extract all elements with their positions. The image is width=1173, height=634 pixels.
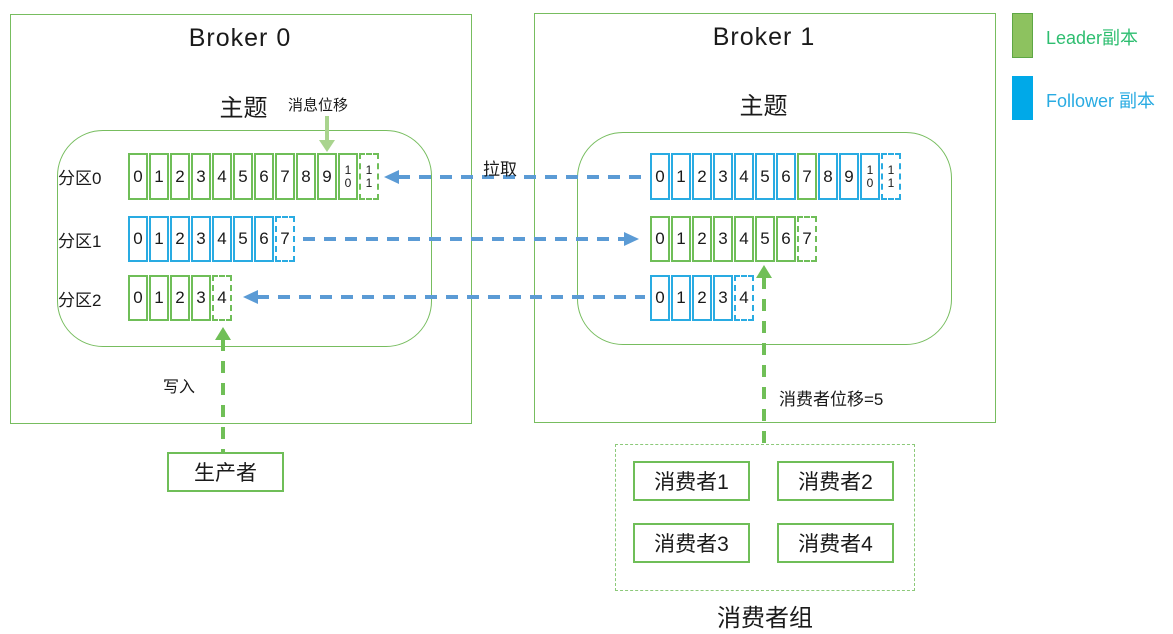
partition-label: 分区2 bbox=[58, 290, 102, 310]
message-cell-1: 1 bbox=[149, 153, 169, 200]
message-cell-5: 5 bbox=[233, 216, 253, 262]
legend-leader-label: Leader副本 bbox=[1046, 28, 1139, 48]
consumer-offset-arrow-line bbox=[762, 277, 766, 444]
consumer2-box: 消费者2 bbox=[777, 461, 894, 501]
message-cell-3: 3 bbox=[713, 216, 733, 262]
message-cell-2: 2 bbox=[692, 153, 712, 200]
message-cell-0: 0 bbox=[128, 153, 148, 200]
partition-label: 分区1 bbox=[58, 231, 102, 251]
message-cell-1: 1 bbox=[671, 216, 691, 262]
message-cell-6: 6 bbox=[254, 153, 274, 200]
legend-leader-swatch bbox=[1012, 13, 1033, 58]
message-cell-7: 7 bbox=[797, 216, 817, 262]
broker0-title: Broker 0 bbox=[188, 24, 292, 52]
message-cell-8: 8 bbox=[296, 153, 316, 200]
broker0-topic-label: 主题 bbox=[219, 95, 268, 122]
consumer-offset-label: 消费者位移=5 bbox=[779, 390, 884, 409]
message-cell-5: 5 bbox=[233, 153, 253, 200]
pull-arrow-partition2-head-icon bbox=[243, 290, 258, 304]
message-cell-3: 3 bbox=[713, 153, 733, 200]
legend-follower-label: Follower 副本 bbox=[1046, 91, 1156, 111]
message-cell-6: 6 bbox=[776, 153, 796, 200]
message-cell-2: 2 bbox=[170, 216, 190, 262]
consumer-group-label: 消费者组 bbox=[717, 605, 813, 632]
write-label: 写入 bbox=[163, 379, 196, 396]
message-cell-5: 5 bbox=[755, 216, 775, 262]
pull-arrow-partition1-line bbox=[303, 237, 625, 241]
consumer-offset-arrowhead-icon bbox=[756, 265, 772, 278]
message-cell-2: 2 bbox=[692, 275, 712, 321]
message-cell-0: 0 bbox=[128, 216, 148, 262]
message-cell-9: 9 bbox=[317, 153, 337, 200]
message-cell-7: 7 bbox=[275, 153, 295, 200]
broker0-box bbox=[10, 14, 472, 424]
message-cell-6: 6 bbox=[254, 216, 274, 262]
consumer-group-box: 消费者1 消费者2 消费者3 消费者4 bbox=[615, 444, 915, 591]
write-arrowhead-icon bbox=[215, 327, 231, 340]
producer-box: 生产者 bbox=[167, 452, 284, 492]
message-cell-7: 7 bbox=[275, 216, 295, 262]
message-cell-7: 7 bbox=[797, 153, 817, 200]
pull-label: 拉取 bbox=[483, 160, 517, 179]
message-cell-0: 0 bbox=[650, 275, 670, 321]
message-cell-3: 3 bbox=[713, 275, 733, 321]
message-cell-1: 1 bbox=[671, 275, 691, 321]
pull-arrow-partition0-line bbox=[398, 175, 645, 179]
message-cell-9: 9 bbox=[839, 153, 859, 200]
pull-arrow-partition1-head-icon bbox=[624, 232, 639, 246]
message-cell-5: 5 bbox=[755, 153, 775, 200]
message-cell-4: 4 bbox=[734, 216, 754, 262]
consumer3-box: 消费者3 bbox=[633, 523, 750, 563]
message-cell-1: 1 bbox=[149, 275, 169, 321]
message-cell-0: 0 bbox=[650, 216, 670, 262]
message-offset-arrow-line bbox=[325, 116, 329, 140]
pull-arrow-partition2-line bbox=[257, 295, 645, 299]
message-offset-arrowhead-icon bbox=[319, 140, 335, 152]
message-cell-4: 4 bbox=[212, 153, 232, 200]
broker1-title: Broker 1 bbox=[712, 23, 816, 51]
message-cell-0: 0 bbox=[650, 153, 670, 200]
consumer1-box: 消费者1 bbox=[633, 461, 750, 501]
message-cell-1: 1 bbox=[149, 216, 169, 262]
message-offset-label: 消息位移 bbox=[288, 97, 349, 114]
message-cell-8: 8 bbox=[818, 153, 838, 200]
broker1-topic-label: 主题 bbox=[739, 93, 788, 120]
message-cell-2: 2 bbox=[170, 275, 190, 321]
message-cell-3: 3 bbox=[191, 275, 211, 321]
message-cell-0: 0 bbox=[128, 275, 148, 321]
consumer4-box: 消费者4 bbox=[777, 523, 894, 563]
pull-arrow-partition0-head-icon bbox=[384, 170, 399, 184]
write-arrow-line bbox=[221, 339, 225, 452]
message-cell-1: 1 bbox=[671, 153, 691, 200]
message-cell-3: 3 bbox=[191, 153, 211, 200]
message-cell-2: 2 bbox=[170, 153, 190, 200]
partition-label: 分区0 bbox=[58, 169, 102, 188]
message-cell-3: 3 bbox=[191, 216, 211, 262]
message-cell-4: 4 bbox=[212, 275, 232, 321]
message-cell-6: 6 bbox=[776, 216, 796, 262]
message-cell-4: 4 bbox=[734, 275, 754, 321]
legend-follower-swatch bbox=[1012, 76, 1033, 120]
message-cell-4: 4 bbox=[734, 153, 754, 200]
message-cell-4: 4 bbox=[212, 216, 232, 262]
message-cell-2: 2 bbox=[692, 216, 712, 262]
